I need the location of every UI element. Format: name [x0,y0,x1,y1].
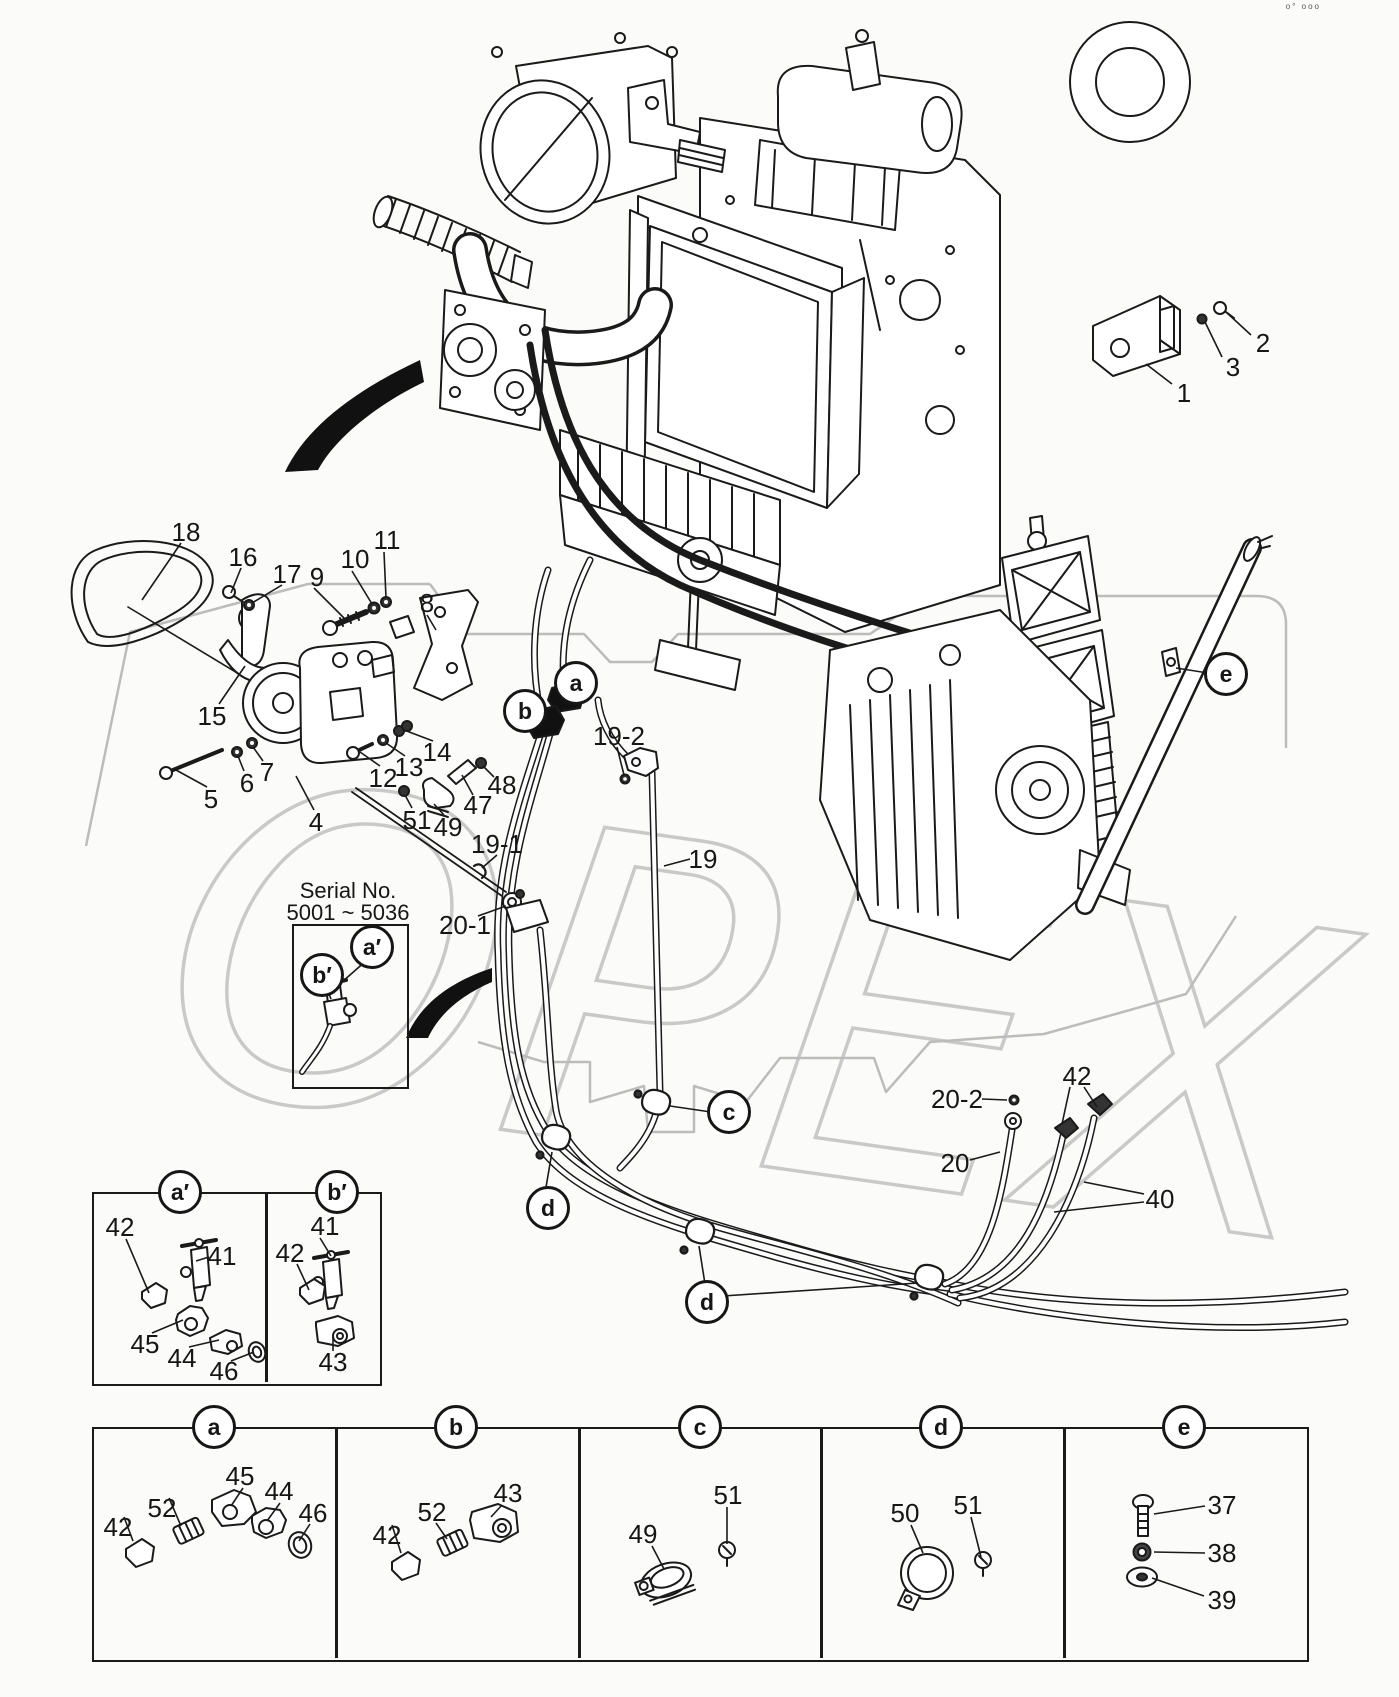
panel-divider-3 [820,1427,823,1658]
part-callout-51-panel-c: 51 [713,1480,743,1510]
part-callout-5: 5 [203,784,219,814]
detail-ref-circle-a′: a′ [158,1170,202,1214]
part-callout-41-inset-a: 41 [207,1241,237,1271]
part-callout-43-inset-b: 43 [318,1347,348,1377]
part-callout-12: 12 [368,763,398,793]
detail-ref-circle-d: d [919,1405,963,1449]
part-callout-43-panel-b: 43 [493,1478,523,1508]
panel-divider-4 [1063,1427,1066,1658]
detail-ref-circle-d: d [685,1280,729,1324]
part-callout-1: 1 [1176,378,1192,408]
part-callout-46-panel-a: 46 [298,1498,328,1528]
part-callout-17: 17 [272,559,302,589]
part-callout-39-panel-e: 39 [1207,1585,1237,1615]
part-callout-3: 3 [1225,352,1241,382]
serial-note-line1: Serial No. [299,878,397,903]
part-callout-20: 20 [940,1148,970,1178]
part-callout-4: 4 [308,807,324,837]
part-callout-7: 7 [259,757,275,787]
part-callout-44-inset-a: 44 [167,1343,197,1373]
part-callout-45-panel-a: 45 [225,1461,255,1491]
part-callout-10: 10 [340,544,370,574]
corner-mark: o° ooo [1285,2,1321,11]
serial-note-line2: 5001 ~ 5036 [286,900,410,925]
part-callout-42-panel-a: 42 [103,1512,133,1542]
part-callout-49: 49 [433,812,463,842]
part-callout-18: 18 [171,517,201,547]
part-callout-16: 16 [228,542,258,572]
part-callout-37-panel-e: 37 [1207,1490,1237,1520]
panel-divider-2 [578,1427,581,1658]
detail-ref-circle-a: a [554,661,598,705]
part-callout-20-2: 20-2 [930,1084,984,1114]
part-callout-48: 48 [487,770,517,800]
engine-illustration [70,21,1349,1611]
part-callout-42-inset-a: 42 [105,1212,135,1242]
part-callout-51-panel-d: 51 [953,1490,983,1520]
detail-ref-circle-c: c [678,1405,722,1449]
panel-divider-1 [335,1427,338,1658]
part-callout-14: 14 [422,737,452,767]
part-callout-6: 6 [239,768,255,798]
part-callout-42: 42 [1062,1061,1092,1091]
detail-ref-circle-d: d [526,1186,570,1230]
part-callout-13: 13 [394,752,424,782]
part-callout-47: 47 [463,790,493,820]
part-callout-9: 9 [309,562,325,592]
detail-ref-circle-b: b [434,1405,478,1449]
part-callout-44-panel-a: 44 [264,1476,294,1506]
valve-detail-divider [265,1192,268,1382]
part-callout-8: 8 [419,588,435,618]
part-callout-52-panel-b: 52 [417,1497,447,1527]
detail-ref-circle-b: b [503,689,547,733]
detail-ref-circle-e: e [1204,652,1248,696]
part-callout-49-panel-c: 49 [628,1519,658,1549]
part-callout-38-panel-e: 38 [1207,1538,1237,1568]
fitting-detail-panel [92,1427,1309,1662]
leader-lines [123,311,1252,1597]
part-callout-42-panel-b: 42 [372,1520,402,1550]
part-callout-40: 40 [1145,1184,1175,1214]
part-callout-19-2: 19-2 [592,721,646,751]
detail-ref-circle-b′: b′ [300,953,344,997]
serial-inset-box [292,924,409,1089]
part-callout-20-1: 20-1 [438,910,492,940]
part-callout-15: 15 [197,701,227,731]
part-callout-52-panel-a: 52 [147,1493,177,1523]
part-callout-19: 19 [688,844,718,874]
part-callout-11: 11 [373,525,401,555]
part-callout-45-inset-a: 45 [130,1329,160,1359]
part-callout-50-panel-d: 50 [890,1498,920,1528]
part-callout-46-inset-a: 46 [209,1356,239,1386]
part-callout-51: 51 [402,805,432,835]
detail-ref-circle-a′: a′ [350,925,394,969]
detail-ref-circle-c: c [707,1090,751,1134]
part-callout-19-1: 19-1 [470,829,524,859]
part-callout-2: 2 [1255,328,1271,358]
detail-ref-circle-b′: b′ [315,1170,359,1214]
part-callout-41-inset-b: 41 [310,1211,340,1241]
valve-detail-box [92,1192,382,1386]
detail-ref-circle-e: e [1162,1405,1206,1449]
part-callout-42-inset-b: 42 [275,1238,305,1268]
detail-ref-circle-a: a [192,1405,236,1449]
